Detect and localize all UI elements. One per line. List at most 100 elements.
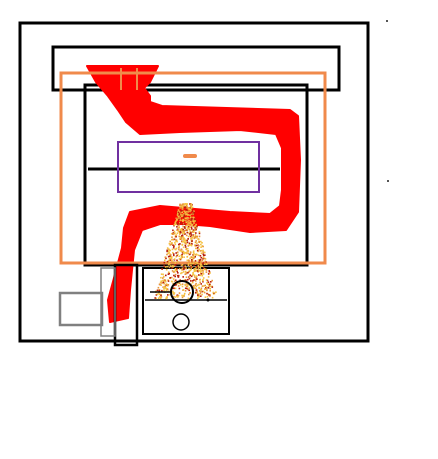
flame-particle <box>183 232 185 234</box>
flame-particle <box>177 211 180 214</box>
flame-particle <box>161 282 163 284</box>
flame-particle <box>200 272 202 274</box>
flame-particle <box>202 262 205 264</box>
flame-particle <box>175 234 178 236</box>
flame-particle <box>195 267 197 270</box>
flame-particle <box>178 287 181 290</box>
flame-particle <box>185 248 188 250</box>
flame-particle <box>164 285 167 287</box>
flame-particle <box>192 234 194 236</box>
flame-particle <box>173 230 176 233</box>
flame-particle <box>209 285 211 288</box>
flame-particle <box>194 227 197 229</box>
flame-particle <box>173 292 176 294</box>
flame-particle <box>173 280 176 282</box>
flame-particle <box>181 215 183 218</box>
flame-particle <box>168 261 170 264</box>
flame-particle <box>171 256 173 258</box>
flame-particle <box>181 229 183 232</box>
flame-particle <box>175 269 178 271</box>
flame-particle <box>186 287 188 290</box>
flame-particle <box>179 284 182 286</box>
flame-particle <box>189 203 191 205</box>
flame-particle <box>195 247 197 250</box>
flame-particle <box>195 228 197 231</box>
flame-particle <box>179 250 182 252</box>
flame-particle <box>187 252 189 255</box>
flame-particle <box>202 285 205 287</box>
flame-particle <box>196 290 198 293</box>
flame-particle <box>187 264 190 266</box>
flame-particle <box>184 242 187 244</box>
flame-particle <box>174 241 176 244</box>
flame-particle <box>199 270 201 272</box>
flame-particle <box>180 249 183 251</box>
flame-particle <box>169 265 172 267</box>
flame-particle <box>187 271 189 274</box>
flame-particle <box>178 218 180 221</box>
flame-particle <box>177 223 179 226</box>
flame-particle <box>170 257 172 260</box>
flame-particle <box>178 292 181 294</box>
flame-particle <box>211 296 214 299</box>
flame-particle <box>187 235 190 238</box>
flame-particle <box>185 203 188 205</box>
flame-particle <box>190 237 192 240</box>
flame-particle <box>177 209 180 211</box>
flame-particle <box>186 210 189 212</box>
flame-particle <box>203 291 206 294</box>
flame-particle <box>175 255 177 258</box>
flame-particle <box>160 280 163 282</box>
flame-particle <box>202 266 205 269</box>
flame-particle <box>185 229 188 231</box>
flame-particle <box>177 253 179 256</box>
flame-particle <box>187 278 189 281</box>
flame-particle <box>193 226 196 228</box>
flame-particle <box>198 283 200 286</box>
flame-particle <box>167 250 170 252</box>
flame-particle <box>185 213 188 216</box>
flame-particle <box>185 282 188 285</box>
flame-particle <box>207 276 210 278</box>
flame-particle <box>165 287 167 290</box>
flame-particle <box>197 246 199 249</box>
flame-particle <box>178 231 181 234</box>
flame-particle <box>184 241 187 243</box>
flame-particle <box>188 212 191 215</box>
inner-chamber <box>83 83 309 267</box>
flame-particle <box>215 291 217 293</box>
flame-particle <box>189 210 192 213</box>
flame-particle <box>158 297 160 299</box>
flame-particle <box>202 245 204 248</box>
flame-particle <box>163 287 165 290</box>
flame-particle <box>197 297 199 300</box>
flame-particle <box>164 287 166 289</box>
flame-particle <box>200 249 203 252</box>
flame-particle <box>162 273 164 276</box>
flame-particle <box>195 276 198 279</box>
flame-particle <box>181 285 184 288</box>
flame-particle <box>199 266 202 269</box>
flame-particle <box>181 206 184 209</box>
flame-particle <box>191 236 194 239</box>
flame-particle <box>180 210 182 212</box>
flame-particle <box>179 236 182 238</box>
flame-particle <box>178 248 180 251</box>
flame-particle <box>182 246 185 249</box>
flame-particle <box>193 210 195 212</box>
flame-particle <box>174 222 177 225</box>
flame-particle <box>169 263 171 265</box>
burner-dot <box>206 298 210 302</box>
flame-particle <box>185 225 187 227</box>
flame-particle <box>188 224 190 227</box>
flame-particle <box>184 284 187 287</box>
flame-particle <box>194 219 197 221</box>
flame-particle <box>168 263 170 266</box>
flame-particle <box>181 228 183 230</box>
flame-particle <box>188 226 191 228</box>
flame-particle <box>198 245 200 247</box>
flame-particle <box>181 205 183 208</box>
flame-particle <box>187 288 189 291</box>
flame-particle <box>160 273 163 275</box>
flame-particle <box>162 279 164 282</box>
